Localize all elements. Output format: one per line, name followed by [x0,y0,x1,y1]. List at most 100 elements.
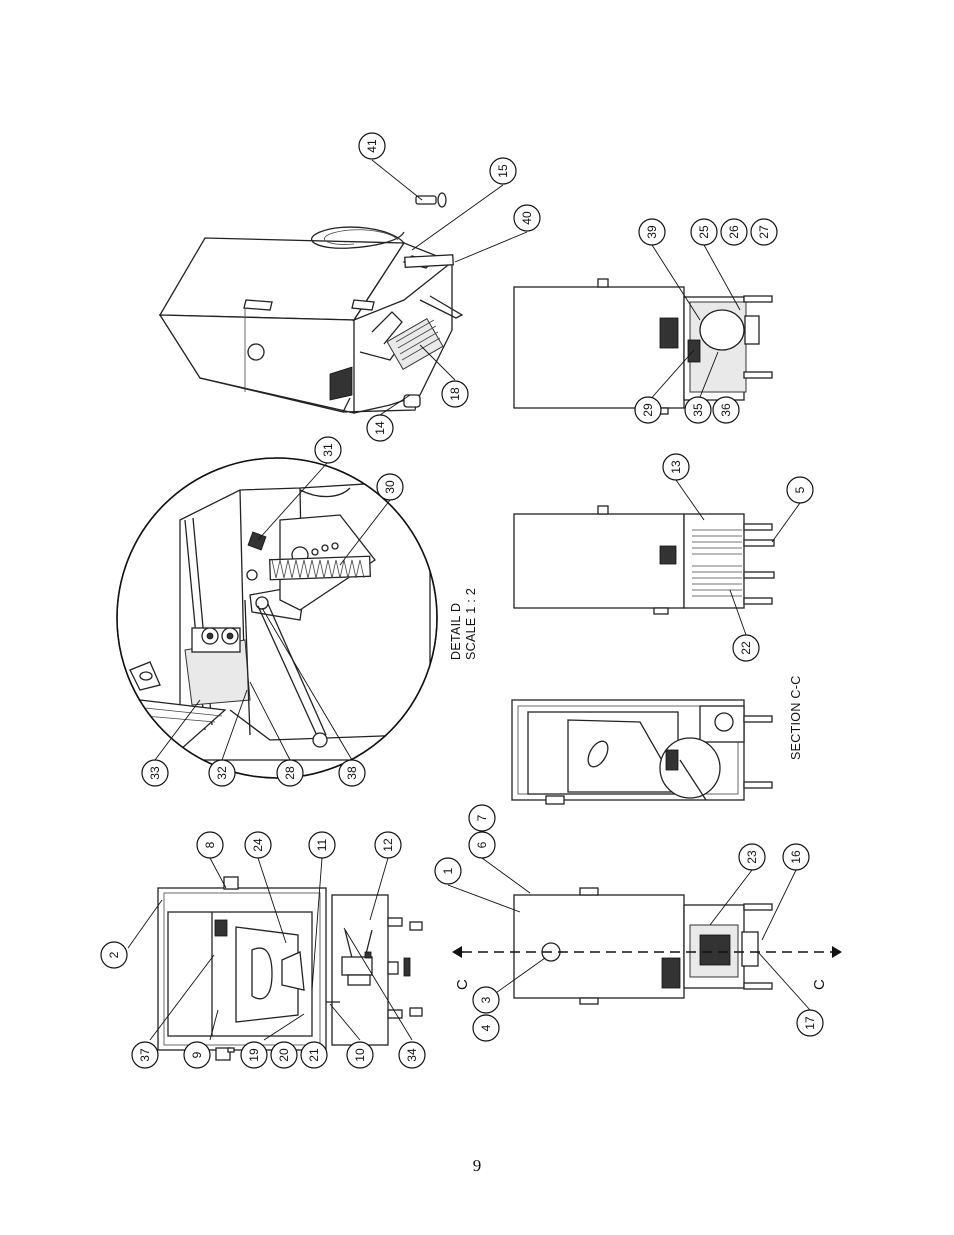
balloon-item-12: 12 [374,831,402,859]
balloon-item-20: 20 [270,1041,298,1069]
balloon-circle [366,414,394,442]
balloon-circle [712,396,740,424]
balloon-circle [738,843,766,871]
balloon-number: 2 [107,951,121,958]
balloon-circle [638,218,666,246]
balloon-item-32: 32 [208,759,236,787]
balloon-circle [376,473,404,501]
balloon-item-37: 37 [131,1041,159,1069]
balloon-circle [513,204,541,232]
balloon-number: 38 [345,766,359,780]
balloon-circle [472,986,500,1014]
balloon-item-14: 14 [366,414,394,442]
balloon-circle [308,831,336,859]
balloon-circle [662,453,690,481]
balloon-number: 41 [365,139,379,153]
detail-scale: SCALE 1 : 2 [464,588,478,660]
balloon-number: 15 [496,164,510,178]
motor-grille [386,317,444,371]
balloon-number: 35 [691,403,705,417]
balloon-number: 20 [277,1048,291,1062]
balloon-number: 12 [381,838,395,852]
balloon-item-40: 40 [513,204,541,232]
balloon-number: 1 [441,867,455,874]
balloon-circle [468,804,496,832]
balloon-item-23: 23 [738,843,766,871]
balloon-item-36: 36 [712,396,740,424]
balloon-item-7: 7 [468,804,496,832]
spring [269,555,371,581]
balloon-circle [786,476,814,504]
balloon-circle [782,843,810,871]
balloon-item-2: 2 [100,941,128,969]
balloon-number: 32 [215,766,229,780]
balloon-circle [374,831,402,859]
balloon-item-17: 17 [796,1009,824,1037]
balloon-circle [183,1041,211,1069]
cut-letter-right: C [811,979,828,990]
balloon-circle [208,759,236,787]
balloon-item-25: 25 [690,218,718,246]
side-view-bottom [452,887,842,1005]
balloon-circle [684,396,712,424]
balloon-circle [434,857,462,885]
balloon-item-22: 22 [732,634,760,662]
balloon-circle [314,436,342,464]
balloon-number: 33 [148,766,162,780]
balloon-number: 7 [475,814,489,821]
balloon-item-3: 3 [472,986,500,1014]
balloon-number: 9 [190,1051,204,1058]
balloon-number: 27 [757,225,771,239]
balloon-circle [244,831,272,859]
balloon-number: 36 [719,403,733,417]
balloon-item-1: 1 [434,857,462,885]
grille [692,529,742,597]
balloon-circle [634,396,662,424]
balloon-number: 22 [739,641,753,655]
balloon-number: 18 [448,387,462,401]
detail-d-label: DETAIL D SCALE 1 : 2 [449,588,478,660]
balloon-item-38: 38 [338,759,366,787]
rear-view [513,505,775,615]
balloon-number: 21 [307,1048,321,1062]
balloon-item-35: 35 [684,396,712,424]
balloon-item-27: 27 [750,218,778,246]
balloon-number: 39 [645,225,659,239]
balloon-item-5: 5 [786,476,814,504]
balloon-item-4: 4 [472,1014,500,1042]
balloon-number: 23 [745,850,759,864]
balloon-circle [720,218,748,246]
balloon-circle [131,1041,159,1069]
balloon-number: 29 [641,403,655,417]
balloon-item-18: 18 [441,380,469,408]
balloon-circle [796,1009,824,1037]
balloon-item-33: 33 [141,759,169,787]
balloon-item-31: 31 [314,436,342,464]
balloon-item-24: 24 [244,831,272,859]
balloon-number: 11 [315,838,329,851]
balloon-circle [750,218,778,246]
cut-letter-left: C [454,979,471,990]
detail-title: DETAIL D [449,603,463,660]
balloon-circle [346,1041,374,1069]
section-title: SECTION C-C [789,675,803,760]
balloon-item-30: 30 [376,473,404,501]
front-view-top [157,876,423,1061]
balloon-number: 16 [789,850,803,864]
balloon-circle [300,1041,328,1069]
balloon-item-29: 29 [634,396,662,424]
balloon-item-11: 11 [308,831,336,859]
balloon-number: 25 [697,225,711,239]
balloon-circle [472,1014,500,1042]
balloon-number: 14 [373,421,387,435]
balloon-item-39: 39 [638,218,666,246]
balloon-circle [489,157,517,185]
leader-lines [127,159,811,1041]
balloon-item-6: 6 [468,831,496,859]
page-number: 9 [472,1156,482,1175]
balloon-number: 6 [475,841,489,848]
balloon-number: 28 [283,766,297,780]
balloon-number: 3 [479,996,493,1003]
